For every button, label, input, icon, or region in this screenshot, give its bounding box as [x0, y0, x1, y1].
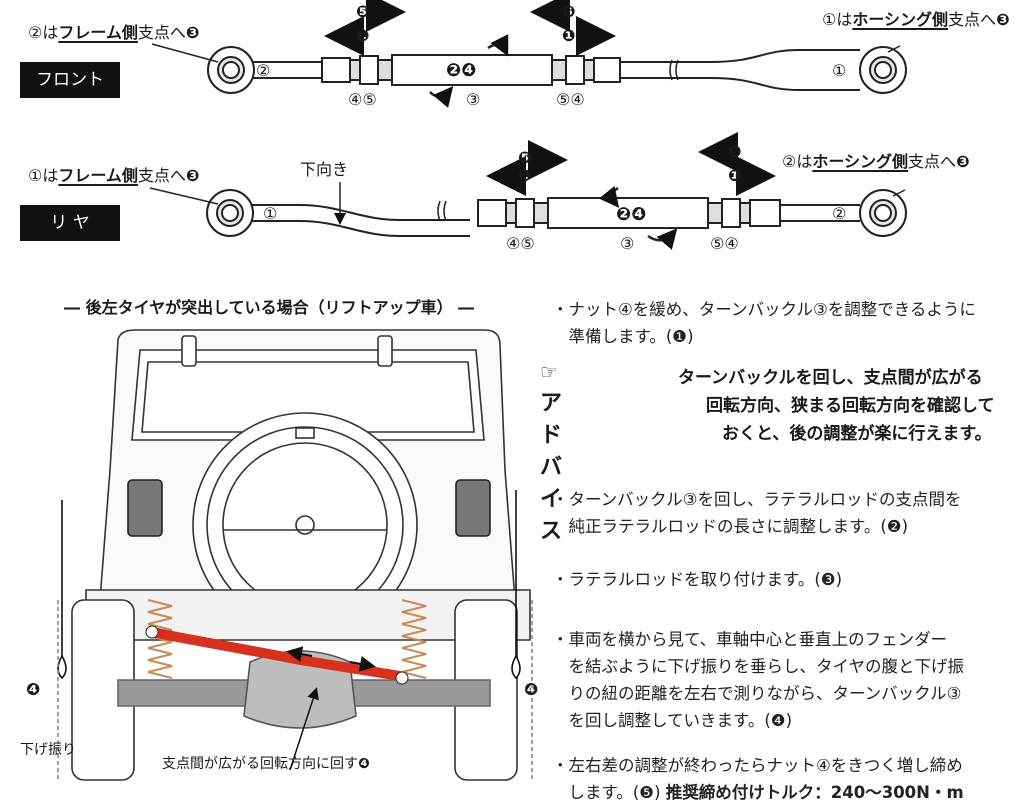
vehicle-rear-illustration — [57, 329, 533, 781]
advice-title: ☞アドバイス — [540, 360, 564, 544]
front-nut-right-number: ⑤④ — [556, 90, 585, 109]
instruction-1: ・ナット④を緩め、ターンバックル③を調整できるように 準備します。(❶) — [552, 300, 976, 346]
rear-end-left-number: ① — [263, 204, 278, 223]
rear-direction-arrows — [486, 132, 776, 196]
rear-arrow-left-bottom: ❶ — [518, 166, 532, 185]
front-arrow-right-bottom: ❶ — [562, 26, 576, 45]
rear-nut-right-number: ⑤④ — [710, 234, 739, 253]
rear-center-number: ③ — [620, 234, 635, 253]
front-nut-left-number: ④⑤ — [348, 90, 377, 109]
rear-lateral-rod — [149, 182, 907, 250]
rear-tag: リ ヤ — [20, 205, 120, 241]
front-direction-arrows — [324, 0, 616, 56]
rear-nut-left-number: ④⑤ — [506, 234, 535, 253]
front-left-label: ②はフレーム側支点へ❸ — [28, 23, 200, 42]
front-end-right-number: ① — [832, 61, 847, 80]
advice-body: ターンバックルを回し、支点間が広がる 回転方向、狭まる回転方向を確認して おくと… — [678, 368, 995, 444]
front-tag: フロント — [20, 62, 120, 98]
rear-down-label: 下向き — [300, 160, 349, 179]
plumb-label: 下げ振り — [20, 742, 76, 758]
instruction-3: ・ラテラルロッドを取り付けます。(❸) — [552, 570, 843, 589]
front-center-number: ③ — [466, 90, 481, 109]
front-arrow-right-top: ❺ — [562, 2, 576, 21]
front-end-left-number: ② — [256, 61, 271, 80]
advice-hand-icon: ☞ — [540, 360, 559, 384]
rear-arrow-right-top: ❺ — [728, 142, 742, 161]
rear-rotate-step: ❷❹ — [616, 204, 647, 225]
instruction-5: ・左右差の調整が終わったらナット④をきつく増し締め します。(❺) 推奨締め付け… — [552, 756, 964, 802]
rear-right-label: ②はホーシング側支点へ❸ — [782, 152, 970, 171]
plumb-step-right: ❹ — [524, 680, 539, 700]
rear-arrow-left-top: ❺ — [518, 148, 532, 167]
instruction-4: ・車両を横から見て、車軸中心と垂直上のフェンダー を結ぶように下げ振りを垂らし、… — [552, 630, 965, 730]
front-arrow-left-top: ❺ — [356, 2, 370, 21]
illustration-title: ― 後左タイヤが突出している場合（リフトアップ車） ― — [64, 298, 475, 317]
instruction-2: ・ターンバックル③を回し、ラテラルロッドの支点間を 純正ラテラルロッドの長さに調… — [552, 490, 962, 536]
plumb-step-left: ❹ — [26, 680, 41, 700]
rear-left-label: ①はフレーム側支点へ❸ — [28, 166, 200, 185]
torque-spec: 推奨締め付けトルク：240～300N・m — [665, 783, 964, 802]
rear-end-right-number: ② — [832, 204, 847, 223]
front-lateral-rod — [151, 34, 907, 108]
vehicle-lateral-rod — [145, 625, 409, 771]
front-arrow-left-bottom: ❶ — [356, 26, 370, 45]
front-right-label: ①はホーシング側支点へ❸ — [822, 10, 1010, 29]
rear-arrow-right-bottom: ❶ — [728, 166, 742, 185]
rotate-caption: 支点間が広がる回転方向に回す❹ — [162, 756, 370, 772]
front-rotate-step: ❷❹ — [446, 60, 477, 81]
